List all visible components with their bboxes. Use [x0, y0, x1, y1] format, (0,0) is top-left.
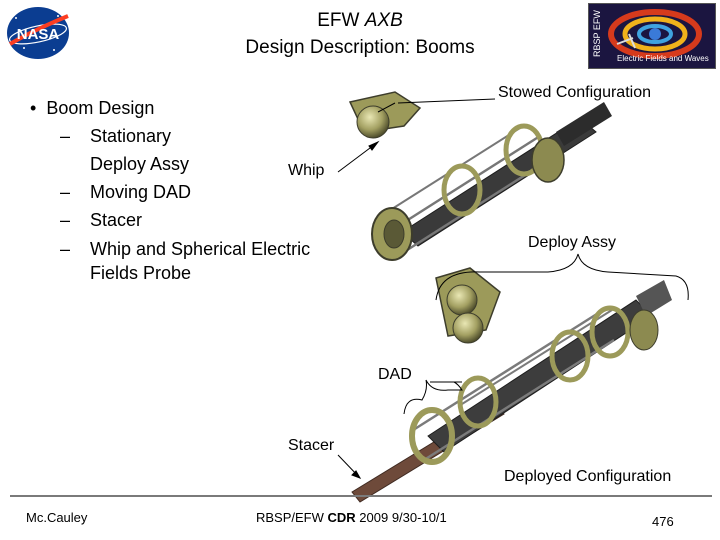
label-stowed-configuration: Stowed Configuration [498, 84, 651, 101]
stowed-assembly [348, 91, 612, 261]
nasa-logo-text: NASA [17, 26, 60, 43]
callout-leaders [337, 98, 689, 479]
title-prefix: EFW [317, 10, 365, 31]
rbsp-logo-caption: Electric Fields and Waves [617, 54, 709, 63]
footer-author: Mc.Cauley [26, 510, 88, 525]
label-dad: DAD [378, 366, 412, 383]
sub-bullet: –Moving DAD [60, 182, 192, 202]
footer-page-number: 476 [652, 514, 674, 529]
footer-center: RBSP/EFW CDR 2009 9/30-10/1 [256, 510, 447, 525]
rbsp-efw-logo: RBSP EFW Electric Fields and Waves [588, 3, 716, 69]
label-whip: Whip [288, 162, 325, 179]
slide-title: EFW AXB [0, 8, 720, 33]
bullet-main-text: Boom Design [46, 98, 155, 118]
label-deploy-assy: Deploy Assy [528, 234, 617, 251]
slide-subtitle: Design Description: Booms [245, 37, 475, 58]
title-axb: AXB [364, 10, 403, 31]
label-stacer: Stacer [288, 437, 335, 454]
label-deployed-configuration: Deployed Configuration [504, 468, 672, 485]
sub-bullet: –Stacer [60, 210, 143, 230]
bullet-main: • Boom Design [30, 98, 155, 118]
nasa-logo: NASA [4, 4, 72, 62]
deployed-assembly [351, 267, 672, 503]
